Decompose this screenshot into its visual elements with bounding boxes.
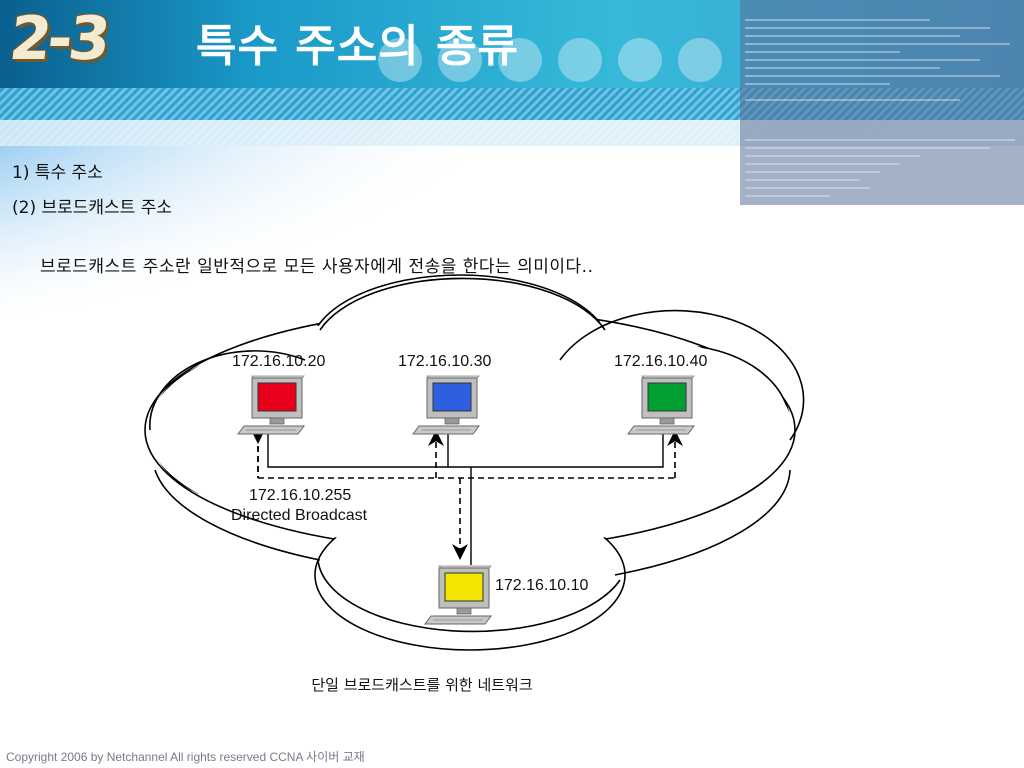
ethernet-bus	[267, 432, 664, 565]
diagram-caption: 단일 브로드캐스트를 위한 네트워크	[311, 676, 533, 694]
computer-host-2-icon	[412, 375, 480, 435]
broadcast-type-label: Directed Broadcast	[231, 507, 368, 524]
host-1-ip-label: 172.16.10.20	[232, 353, 326, 370]
host-2-ip-label: 172.16.10.30	[398, 353, 492, 370]
page-title: 특수 주소의 종류	[196, 21, 519, 72]
outline-item-2: (2) 브로드캐스트 주소	[12, 198, 173, 218]
computer-host-3-icon	[627, 375, 695, 435]
computer-host-4-icon	[424, 565, 492, 625]
description-text: 브로드캐스트 주소란 일반적으로 모든 사용자에게 전송을 한다는 의미이다..	[40, 257, 594, 277]
host-4-ip-label: 172.16.10.10	[495, 577, 589, 594]
copyright-footer: Copyright 2006 by Netchannel All rights …	[6, 750, 365, 764]
computer-host-1-icon	[237, 375, 305, 435]
broadcast-address-label: 172.16.10.255	[249, 487, 352, 504]
outline-item-1: 1) 특수 주소	[12, 163, 103, 183]
host-3-ip-label: 172.16.10.40	[614, 353, 708, 370]
